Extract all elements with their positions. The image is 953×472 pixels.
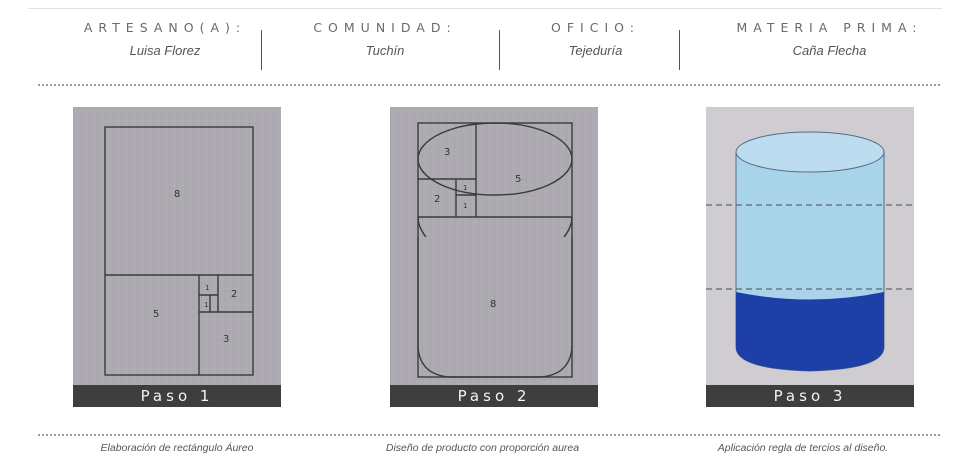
sketch-number: 2 xyxy=(434,194,440,205)
step2-image: 3 5 2 1 1 8 Paso 2 xyxy=(390,107,598,407)
step3-caption: Aplicación regla de tercios al diseño. xyxy=(717,442,889,454)
step1-caption: Elaboración de rectángulo Áureo xyxy=(100,442,254,454)
sketch-number: 2 xyxy=(231,289,237,300)
step2-caption: Diseño de producto con proporción aurea xyxy=(385,442,580,454)
step-label: Paso 3 xyxy=(706,385,914,407)
oficio-label: OFICIO: xyxy=(551,20,640,35)
materia-block: MATERIA PRIMA: Caña Flecha xyxy=(722,20,937,58)
artesano-label: ARTESANO(A): xyxy=(83,20,247,35)
sketch-number: 1 xyxy=(463,184,467,192)
page-frame xyxy=(28,8,942,469)
dotted-divider-top xyxy=(38,84,940,86)
comunidad-block: COMUNIDAD: Tuchín xyxy=(290,20,480,58)
sketch-number: 8 xyxy=(490,299,496,310)
sketch-number: 5 xyxy=(515,174,521,185)
oficio-block: OFICIO: Tejeduría xyxy=(528,20,663,58)
golden-rectangle-sketch: 8 5 3 2 1 1 xyxy=(73,107,281,407)
comunidad-value: Tuchín xyxy=(365,43,405,58)
dotted-divider-bottom xyxy=(38,434,940,436)
header-divider xyxy=(261,30,262,70)
comunidad-label: COMUNIDAD: xyxy=(313,20,457,35)
step1-image: 8 5 3 2 1 1 Paso 1 xyxy=(73,107,281,407)
sketch-number: 1 xyxy=(204,301,208,309)
step3-image: Paso 3 xyxy=(706,107,914,407)
step-label: Paso 2 xyxy=(390,385,598,407)
sketch-number: 1 xyxy=(205,284,209,292)
cylinder-sketch xyxy=(706,107,914,407)
sketch-number: 8 xyxy=(174,189,180,200)
materia-value: Caña Flecha xyxy=(792,43,867,58)
header-divider xyxy=(679,30,680,70)
product-design-sketch: 3 5 2 1 1 8 xyxy=(390,107,598,407)
step-label: Paso 1 xyxy=(73,385,281,407)
artesano-value: Luisa Florez xyxy=(129,43,201,58)
sketch-number: 3 xyxy=(223,334,229,345)
materia-label: MATERIA PRIMA: xyxy=(736,20,923,35)
header-divider xyxy=(499,30,500,70)
artesano-block: ARTESANO(A): Luisa Florez xyxy=(70,20,260,58)
oficio-value: Tejeduría xyxy=(568,43,623,58)
sketch-number: 3 xyxy=(444,147,450,158)
sketch-number: 1 xyxy=(463,202,467,210)
sketch-number: 5 xyxy=(153,309,159,320)
